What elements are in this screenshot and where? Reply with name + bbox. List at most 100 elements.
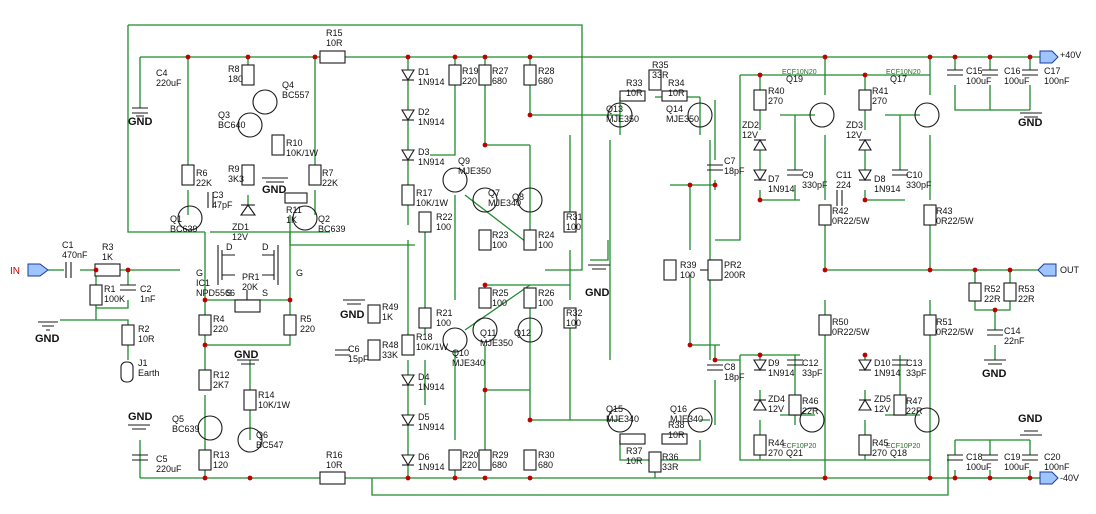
component-ref-q18: Q18: [890, 448, 907, 458]
component-value-r16: 10R: [326, 460, 343, 470]
component-ref-r46: R46: [802, 396, 819, 406]
component-ref-q3: Q3: [218, 110, 230, 120]
component-value-r22: 100: [436, 222, 451, 232]
gnd-label: GND: [262, 184, 287, 196]
component-ref-c1: C1: [62, 240, 74, 250]
component-value-q13: MJE350: [606, 114, 639, 124]
component-value-r14: 10K/1W: [258, 400, 291, 410]
component-ref-r43: R43: [936, 206, 953, 216]
pin-label-drain: D: [262, 242, 269, 252]
component-value-q15: MJE340: [606, 414, 639, 424]
component-value-q2: BC639: [318, 224, 346, 234]
component-value-c14: 22nF: [1004, 336, 1025, 346]
component-value-r37: 10R: [626, 456, 643, 466]
component-value-d8: 1N914: [874, 184, 901, 194]
component-ref-r51: R51: [936, 317, 953, 327]
component-ref-r19: R19: [462, 66, 479, 76]
component-ref-d3: D3: [418, 147, 430, 157]
component-ref-c11: C11: [836, 170, 852, 180]
ground-symbols: [38, 112, 1042, 436]
component-ref-q17: Q17: [890, 74, 907, 84]
component-value-q9: MJE350: [458, 166, 491, 176]
component-value-r12: 2K7: [213, 380, 229, 390]
component-value-r41: 270: [872, 96, 887, 106]
gnd-label: GND: [982, 368, 1007, 380]
component-value-d2: 1N914: [418, 117, 445, 127]
pin-label-source: S: [226, 288, 232, 298]
component-ref-q1: Q1: [170, 214, 182, 224]
component-ref-r4: R4: [213, 314, 225, 324]
component-ref-r17: R17: [416, 188, 433, 198]
gnd-label: GND: [128, 411, 153, 423]
component-ref-r6: R6: [196, 168, 208, 178]
component-ref-r44: R44: [768, 438, 785, 448]
component-ref-pr2: PR2: [724, 260, 742, 270]
component-ref-d8: D8: [874, 174, 886, 184]
component-ref-r22: R22: [436, 212, 453, 222]
component-value-r2: 10R: [138, 334, 155, 344]
component-ref-r14: R14: [258, 390, 275, 400]
component-ref-r39: R39: [680, 260, 697, 270]
component-value-r47: 22R: [906, 406, 923, 416]
component-value-r53: 22R: [1018, 294, 1035, 304]
component-ref-r8: R8: [228, 64, 240, 74]
component-ref-c3: C3: [212, 190, 224, 200]
component-value-r49: 1K: [382, 312, 393, 322]
gnd-label: GND: [1018, 413, 1043, 425]
component-ref-r23: R23: [492, 230, 509, 240]
component-ref-q4: Q4: [282, 80, 294, 90]
component-ref-q13: Q13: [606, 104, 623, 114]
component-value-c3: 47pF: [212, 200, 233, 210]
component-value-r11: 1K: [286, 215, 297, 225]
component-ref-q16: Q16: [670, 404, 687, 414]
component-value-c17: 100nF: [1044, 76, 1070, 86]
component-ref-r3: R3: [102, 242, 114, 252]
component-ref-r12: R12: [213, 370, 230, 380]
component-ref-r35: R35: [652, 60, 669, 70]
component-value-r29: 680: [492, 460, 507, 470]
pin-label-drain: D: [226, 242, 233, 252]
component-value-d5: 1N914: [418, 422, 445, 432]
component-value-r51: 0R22/5W: [936, 327, 974, 337]
ground-labels: GND GND GND GND GND GND GND GND GND GND: [35, 116, 1043, 425]
component-ref-r32: R32: [566, 308, 583, 318]
component-value-zd3: 12V: [846, 130, 862, 140]
component-value-q4: BC557: [282, 90, 310, 100]
component-ref-r40: R40: [768, 86, 785, 96]
component-value-zd1: 12V: [232, 232, 248, 242]
component-value-r43: 0R22/5W: [936, 216, 974, 226]
component-ref-c8: C8: [724, 362, 736, 372]
component-ref-d10: D10: [874, 358, 891, 368]
component-ref-zd2: ZD2: [742, 120, 759, 130]
capacitor-symbols: [65, 69, 1038, 461]
component-ref-r38: R38: [668, 420, 685, 430]
component-ref-r28: R28: [538, 66, 555, 76]
component-value-r6: 22K: [196, 178, 212, 188]
component-value-r5: 220: [300, 324, 315, 334]
component-ref-q5: Q5: [172, 414, 184, 424]
component-ref-c17: C17: [1044, 66, 1061, 76]
component-ref-c4: C4: [156, 68, 168, 78]
component-ref-q10: Q10: [452, 348, 469, 358]
component-ref-d7: D7: [768, 174, 780, 184]
component-value-q18: ECF10P20: [886, 443, 920, 450]
component-ref-r41: R41: [872, 86, 889, 96]
component-value-c19: 100uF: [1004, 462, 1030, 472]
component-ref-c13: C13: [906, 358, 923, 368]
component-value-q7: MJE340: [488, 198, 521, 208]
component-ref-c15: C15: [966, 66, 983, 76]
component-value-r21: 100: [436, 318, 451, 328]
component-value-d6: 1N914: [418, 462, 445, 472]
component-ref-c16: C16: [1004, 66, 1021, 76]
component-ref-r37: R37: [626, 446, 643, 456]
component-value-r8: 180: [228, 74, 243, 84]
component-value-r50: 0R22/5W: [832, 327, 870, 337]
component-ref-r9: R9: [228, 164, 240, 174]
component-ref-ic1: IC1: [196, 278, 210, 288]
component-ref-r15: R15: [326, 28, 343, 38]
component-value-q5: BC639: [172, 424, 200, 434]
component-value-c16: 100uF: [1004, 76, 1030, 86]
pin-label-gate: G: [296, 268, 303, 278]
component-ref-zd4: ZD4: [768, 394, 785, 404]
